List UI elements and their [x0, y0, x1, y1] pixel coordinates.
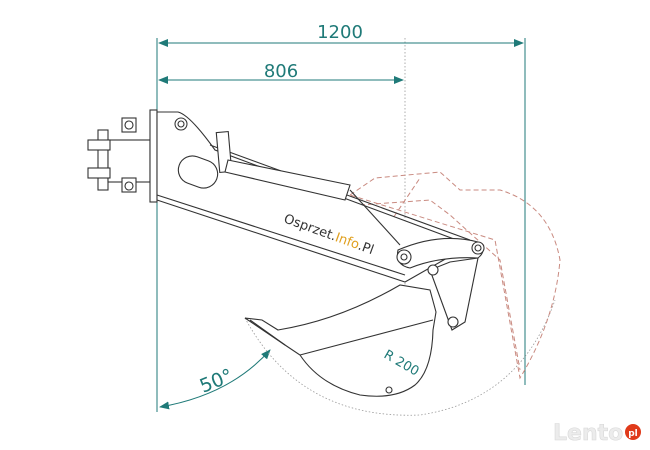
- angle-arc: [159, 349, 271, 410]
- lento-badge-icon: [625, 424, 641, 440]
- dimension-lines: [156, 38, 526, 412]
- angle-label: 50°: [197, 365, 236, 398]
- arm-cutout: [177, 155, 219, 189]
- hydraulic-cylinder: [224, 159, 351, 201]
- dim-1200-label: 1200: [317, 22, 363, 43]
- mount-bracket: [87, 109, 158, 203]
- swing-arc: [244, 299, 556, 416]
- lento-logo: Lento pl: [553, 421, 641, 446]
- lento-logo-text: Lento: [553, 421, 623, 446]
- bucket: [244, 284, 437, 397]
- boom-arm: [156, 111, 472, 283]
- dim-806-label: 806: [264, 61, 298, 82]
- lento-badge-text: pl: [628, 429, 638, 439]
- bucket-linkage: [396, 237, 485, 331]
